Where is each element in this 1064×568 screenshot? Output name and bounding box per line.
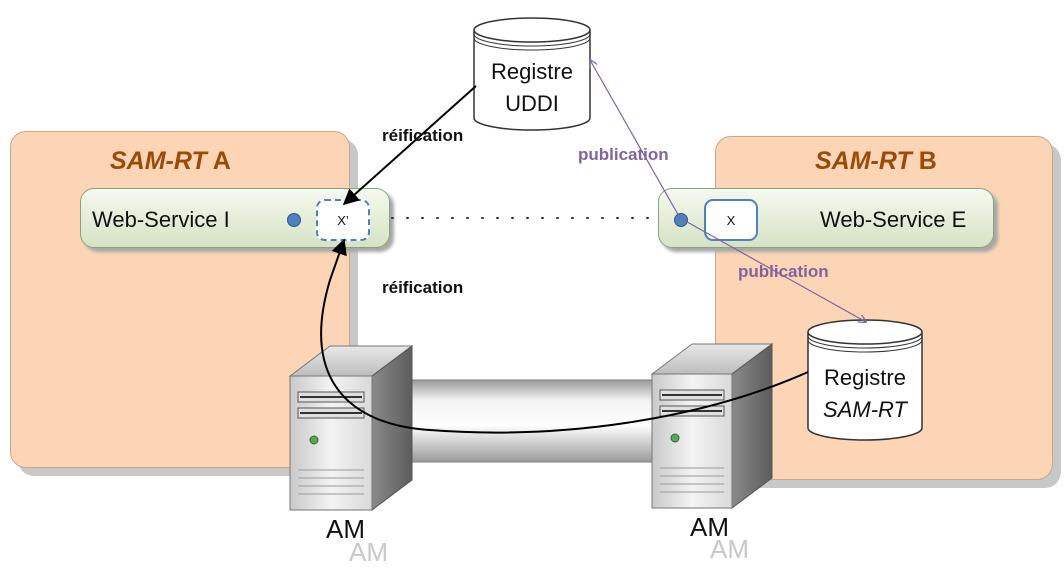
web-service-i-port-dot [287,213,301,227]
left-server-label-reflection: AM [349,537,388,567]
right-server-label: AM [690,512,729,542]
publication-label-bottom: publication [738,262,829,281]
publication-arrow-to-registry [679,217,866,322]
registry-samrt-cylinder [807,319,923,441]
registry-uddi-line1: Registre [491,59,573,84]
registry-samrt-line2: SAM-RT [823,397,907,422]
system-b-title-suffix: B [918,147,937,175]
system-b-title: SAM-RT B [815,147,937,176]
reification-label-bottom: réification [382,278,464,297]
publication-arrow-to-uddi [590,60,681,219]
registry-uddi-label: Registre UDDI [474,56,590,120]
web-service-i-label: Web-Service I [92,207,230,232]
registry-uddi-line2: UDDI [505,91,559,116]
system-b-title-italic: SAM-RT [815,147,912,175]
registry-uddi-cylinder [473,17,591,131]
left-server-icon [288,345,414,511]
right-server-icon [650,343,774,509]
port-x: X [704,199,758,241]
port-x-prime-label: X’ [337,212,349,228]
publication-label-top: publication [578,145,669,164]
reification-label-top: réification [382,126,464,145]
system-a-title-italic: SAM-RT [110,147,207,175]
system-a-title: SAM-RT A [110,147,231,176]
left-server-label: AM [326,514,365,544]
web-service-e-label: Web-Service E [820,207,967,232]
port-x-label: X [726,212,736,228]
registry-samrt-line1: Registre [824,365,906,390]
reification-curve-from-registry [320,238,809,434]
server-link-pipe [404,379,671,463]
right-server-label-reflection: AM [710,534,749,564]
system-a-title-suffix: A [212,147,231,175]
registry-samrt-label: Registre SAM-RT [808,362,922,426]
web-service-e-port-dot [674,213,688,227]
reification-arrow-from-uddi [342,85,477,206]
